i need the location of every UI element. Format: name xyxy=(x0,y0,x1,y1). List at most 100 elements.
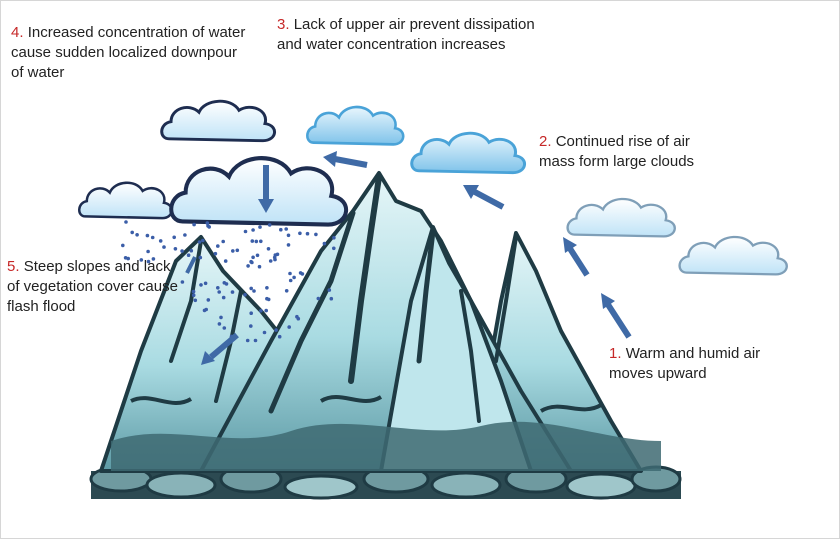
rain-drop xyxy=(230,290,235,294)
rain-drop xyxy=(135,233,139,237)
rain-drop xyxy=(262,330,267,335)
step-1-number: 1. xyxy=(609,345,622,362)
rain-drop xyxy=(246,264,250,268)
cloud-rain-large xyxy=(171,158,346,224)
arrow-step-3 xyxy=(323,151,368,168)
rain-drop xyxy=(213,251,218,256)
rain-drop xyxy=(150,235,155,240)
rain-drop xyxy=(216,286,220,290)
step-4-number: 4. xyxy=(11,24,24,41)
rain-drop xyxy=(274,328,278,332)
rain-drop xyxy=(305,231,310,236)
rain-drop xyxy=(255,253,260,258)
rain-drop xyxy=(186,253,191,257)
rain-drop xyxy=(201,238,205,243)
rain-drop xyxy=(198,255,203,260)
rain-drop xyxy=(298,271,303,275)
rain-drop xyxy=(249,286,253,291)
rain-drop xyxy=(162,245,166,249)
step-3-text: Lack of upper air prevent dissipation an… xyxy=(277,16,535,53)
rain-drop xyxy=(206,224,210,228)
step-4-label: 4. Increased concentration of water caus… xyxy=(11,23,251,83)
rain-drop xyxy=(249,311,253,316)
step-2-text: Continued rise of air mass form large cl… xyxy=(539,133,695,170)
step-2-label: 2. Continued rise of air mass form large… xyxy=(539,132,719,172)
rain-drop xyxy=(268,259,273,263)
rain-drop xyxy=(146,249,150,254)
rain-drop xyxy=(277,334,282,339)
rain-drop xyxy=(322,241,327,246)
rain-drop xyxy=(223,259,228,263)
rain-drop xyxy=(259,309,263,313)
rain-drop xyxy=(191,289,196,294)
rain-drop xyxy=(288,278,293,283)
rain-drop xyxy=(217,290,221,294)
rain-drop xyxy=(216,244,220,248)
rain-drop xyxy=(266,297,271,302)
step-4-text: Increased concentration of water cause s… xyxy=(11,24,246,81)
rain-drop xyxy=(250,239,255,243)
rain-drop xyxy=(245,338,250,343)
rain-drop xyxy=(288,271,292,276)
rain-drop xyxy=(275,252,280,257)
cloud-far-right-pale xyxy=(678,235,788,276)
rain-drop xyxy=(219,315,223,320)
rain-drop xyxy=(197,240,202,244)
rain-drop xyxy=(284,289,289,293)
arrow-step-5 xyxy=(201,332,239,365)
arrow-step-4 xyxy=(258,165,274,213)
rain-drop xyxy=(146,259,151,264)
rain-drop xyxy=(253,338,258,343)
rain-drop xyxy=(222,281,227,285)
rain-drop xyxy=(199,283,203,287)
rain-drop xyxy=(251,228,255,232)
arrow-step-1b xyxy=(563,237,590,277)
step-3-label: 3. Lack of upper air prevent dissipation… xyxy=(277,15,537,55)
cloud-right-blue xyxy=(410,131,527,175)
rain-drop xyxy=(273,257,277,262)
process-arrows xyxy=(185,151,632,365)
rain-drop xyxy=(126,256,130,261)
rain-drop xyxy=(191,293,196,298)
rain-drop xyxy=(298,231,302,236)
rain-drop xyxy=(180,249,184,253)
step-5-text: Steep slopes and lack of vegetation cove… xyxy=(7,258,178,315)
rain-drop xyxy=(243,229,248,234)
rain-drop xyxy=(286,233,291,238)
rain-drop xyxy=(124,220,128,224)
rain-drop xyxy=(183,233,187,237)
rain-drop xyxy=(206,298,211,302)
rain-drop xyxy=(189,248,194,253)
rain-drop xyxy=(221,295,226,300)
step-1-label: 1. Warm and humid air moves upward xyxy=(609,344,789,384)
rain-drop xyxy=(332,246,336,251)
rain-drop xyxy=(172,235,176,240)
rain-drop xyxy=(329,296,334,301)
rain-drop xyxy=(249,259,253,264)
rain-drop xyxy=(139,258,144,262)
rain-drop xyxy=(314,232,318,237)
rain-drop xyxy=(193,298,198,303)
rain-drop xyxy=(202,308,207,313)
rain-drop xyxy=(284,227,289,231)
rain-drop xyxy=(249,324,253,328)
cloud-small-left xyxy=(77,181,174,220)
rain-drop xyxy=(145,233,150,238)
rain-drop xyxy=(286,243,291,247)
rain-drop xyxy=(121,243,125,248)
rain-drop xyxy=(265,286,269,290)
step-2-number: 2. xyxy=(539,133,552,150)
rain-drop xyxy=(251,255,255,260)
cloud-top-blue xyxy=(305,105,405,146)
rain-drop xyxy=(158,239,163,243)
rain-drop xyxy=(258,225,262,229)
rain-drop xyxy=(279,227,283,232)
step-1-text: Warm and humid air moves upward xyxy=(609,345,761,382)
rain-drop xyxy=(316,296,321,301)
rain-drop xyxy=(264,308,269,313)
rain-drop xyxy=(267,223,272,227)
arrow-step-5-small xyxy=(185,256,197,274)
rain-drop xyxy=(327,288,332,292)
